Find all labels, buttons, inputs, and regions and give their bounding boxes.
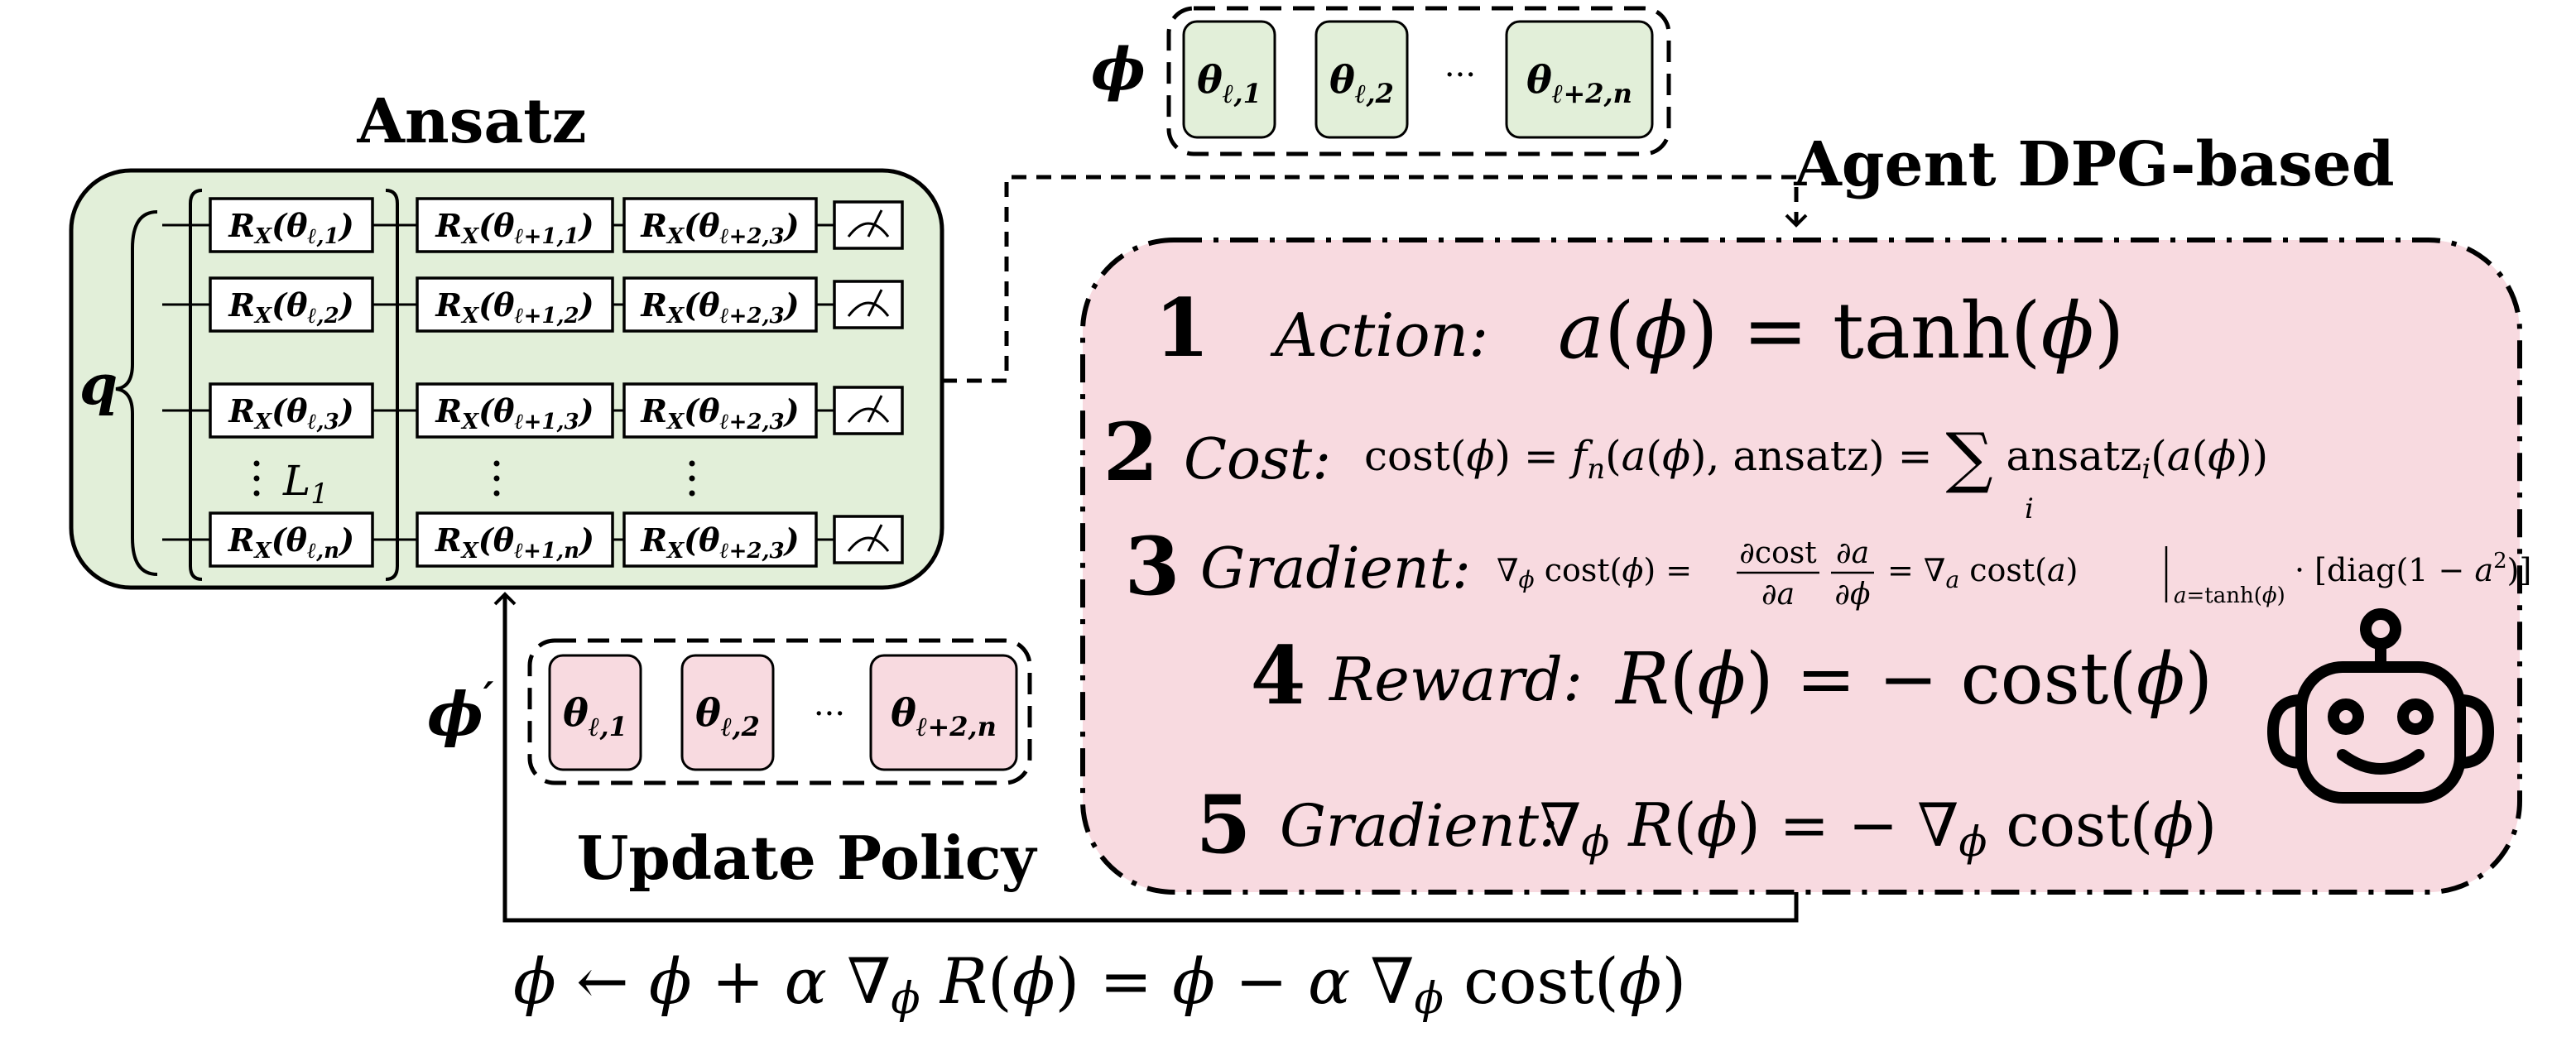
rx-gate-label: RX(θℓ+1,3) <box>435 392 594 434</box>
rx-gate <box>622 511 818 568</box>
phi-prime-params: θℓ,1 θℓ,2 θℓ+2,n ··· <box>548 654 1018 771</box>
rx-gate <box>622 382 818 439</box>
theta-param-label: θℓ,1 <box>1197 57 1262 109</box>
qubit-label: q <box>79 353 118 417</box>
measure-icon <box>833 515 904 564</box>
rx-gate <box>622 276 818 333</box>
step-5-name: Gradient: <box>1280 792 1559 860</box>
circuit-row: RX(θℓ,1) RX(θℓ+1,1) RX(θℓ+2,3) <box>162 197 904 253</box>
step-1: 1 Action: a(ϕ) = tanh(ϕ) <box>1155 281 2125 377</box>
step-2-sum-index: i <box>2025 492 2034 526</box>
step-1-equation: a(ϕ) = tanh(ϕ) <box>1558 286 2124 377</box>
update-equation: ϕ ← ϕ + α ∇ϕ R(ϕ) = ϕ − α ∇ϕ cost(ϕ) <box>513 944 1686 1024</box>
theta-param-label: θℓ,1 <box>563 690 627 742</box>
circuit-row: RX(θℓ,2) RX(θℓ+1,2) RX(θℓ+2,3) <box>162 276 904 333</box>
rx-gate-label: RX(θℓ+1,n) <box>435 521 594 564</box>
rx-gate <box>209 197 374 253</box>
step-3-frac2-num: ∂a <box>1836 536 1869 570</box>
step-2-name: Cost: <box>1184 427 1331 492</box>
theta-param-chip: θℓ,1 <box>1182 20 1276 139</box>
rx-gate-label: RX(θℓ,1) <box>228 207 353 249</box>
step-1-name: Action: <box>1270 300 1488 370</box>
step-4-name: Reward: <box>1328 645 1583 714</box>
rx-gate-label: RX(θℓ+2,3) <box>640 392 799 434</box>
ansatz-to-agent-connector <box>942 175 1808 383</box>
rx-gate <box>416 276 614 333</box>
rx-gate-label: RX(θℓ+2,3) <box>640 521 799 564</box>
theta-param-label: θℓ,2 <box>1329 57 1394 109</box>
step-3-frac1-den: ∂a <box>1761 578 1795 612</box>
agent-box <box>1080 238 2522 895</box>
circuit-rows: RX(θℓ,1)RX(θℓ+1,1)RX(θℓ+2,3)RX(θℓ,2)RX(θ… <box>162 197 904 568</box>
ellipsis-label: ··· <box>814 695 845 733</box>
step-3-name: Gradient: <box>1200 536 1471 602</box>
step-3-diag: · [diag(1 − a2)] <box>2295 549 2531 588</box>
step-2: 2 Cost: cost(ϕ) = fn(a(ϕ), ansatz) = ∑ a… <box>1103 406 2269 526</box>
update-policy-label: Update Policy <box>577 823 1038 893</box>
phi-label: ϕ <box>1091 35 1146 103</box>
layer-bracket-right <box>385 189 399 581</box>
layer-bracket-left <box>189 189 203 581</box>
rx-gate-label: RX(θℓ+1,2) <box>435 286 594 329</box>
theta-param-chip: θℓ,2 <box>1314 20 1409 139</box>
measure-icon <box>833 280 904 329</box>
rx-gate <box>209 276 374 333</box>
phi-prime-label: ϕ′ <box>427 674 494 749</box>
agent-title: Agent DPG-based <box>1793 129 2394 200</box>
qubit-brace <box>115 210 158 576</box>
rx-gate <box>416 511 614 568</box>
ellipsis-label: ··· <box>1444 56 1476 94</box>
ansatz-title: Ansatz <box>356 86 586 157</box>
rx-gate <box>209 511 374 568</box>
step-3: 3 Gradient: ∇ϕ cost(ϕ) = ∂cost ∂a ∂a ∂ϕ … <box>1125 520 2532 613</box>
theta-param-label: θℓ+2,n <box>891 690 997 742</box>
step-4-number: 4 <box>1251 629 1306 722</box>
phi-params-box <box>1166 6 1671 156</box>
rx-gate-label: RX(θℓ+2,3) <box>640 286 799 329</box>
theta-param-label: θℓ+2,n <box>1526 57 1632 109</box>
update-feedback-arrow <box>493 592 1799 923</box>
step-5-equation: ∇ϕ R(ϕ) = − ∇ϕ cost(ϕ) <box>1540 790 2217 866</box>
rx-gate <box>416 382 614 439</box>
step-3-frac2-den: ∂ϕ <box>1834 578 1870 612</box>
step-2-equation: cost(ϕ) = fn(a(ϕ), ansatz) = ∑ ansatzi(a… <box>1364 419 2268 496</box>
theta-param-chip: θℓ+2,n <box>1505 20 1654 139</box>
measure-icon <box>833 386 904 435</box>
phi-prime-params-box <box>527 638 1032 785</box>
theta-param-label: θℓ,2 <box>695 690 760 742</box>
circuit-row: RX(θℓ,n) RX(θℓ+1,n) RX(θℓ+2,3) <box>162 511 904 568</box>
theta-param-chip: θℓ,2 <box>680 654 775 771</box>
rx-gate <box>416 197 614 253</box>
row-ellipsis <box>253 460 695 497</box>
rx-gate-label: RX(θℓ+1,1) <box>435 207 594 249</box>
robot-icon <box>2266 608 2495 804</box>
rx-gate-label: RX(θℓ+2,3) <box>640 207 799 249</box>
rx-gate-label: RX(θℓ,3) <box>228 392 353 434</box>
circuit-row: RX(θℓ,3) RX(θℓ+1,3) RX(θℓ+2,3) <box>162 382 904 439</box>
step-3-equation-rest: = ∇a cost(a) <box>1887 552 2078 593</box>
step-3-frac1-num: ∂cost <box>1739 536 1817 570</box>
theta-param-chip: θℓ+2,n <box>869 654 1018 771</box>
rx-gate-label: RX(θℓ,2) <box>228 286 353 329</box>
step-4-equation: R(ϕ) = − cost(ϕ) <box>1614 638 2213 721</box>
step-4: 4 Reward: R(ϕ) = − cost(ϕ) <box>1251 629 2213 722</box>
step-3-eval-sub: a=tanh(ϕ) <box>2174 583 2285 608</box>
measure-icon <box>833 200 904 250</box>
rx-gate <box>209 382 374 439</box>
step-2-number: 2 <box>1103 406 1159 499</box>
rx-gate-label: RX(θℓ,n) <box>228 521 354 564</box>
step-3-equation: ∇ϕ cost(ϕ) = <box>1497 552 1692 593</box>
step-3-number: 3 <box>1125 520 1180 613</box>
step-1-number: 1 <box>1155 281 1210 375</box>
step-5: 5 Gradient: ∇ϕ R(ϕ) = − ∇ϕ cost(ϕ) <box>1196 778 2218 871</box>
phi-params: θℓ,1 θℓ,2 θℓ+2,n ··· <box>1182 20 1654 139</box>
theta-param-chip: θℓ,1 <box>548 654 642 771</box>
rx-gate <box>622 197 818 253</box>
layer-label: L1 <box>282 457 329 511</box>
step-5-number: 5 <box>1196 778 1252 871</box>
